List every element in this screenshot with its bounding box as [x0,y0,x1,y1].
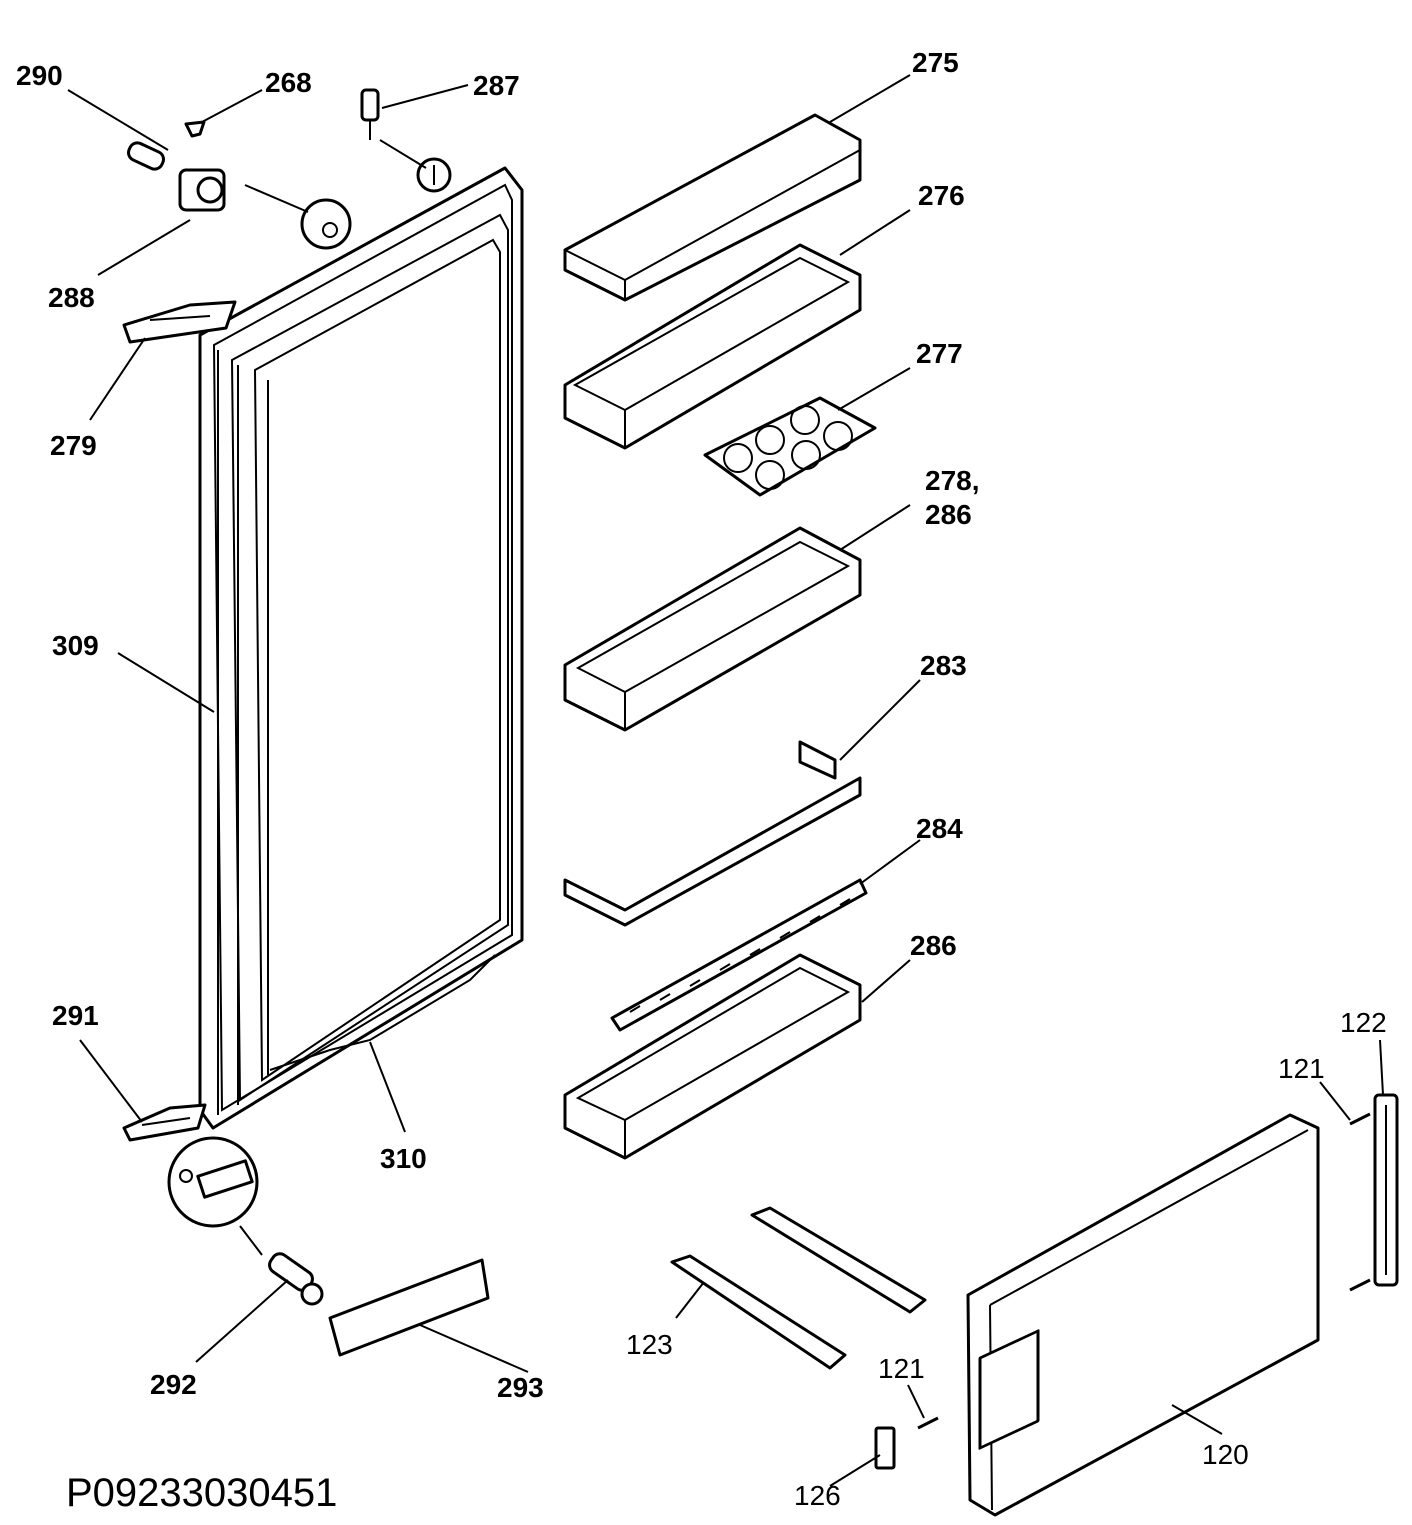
leader-lines [67,74,1384,1487]
door-frame-309 [198,166,524,1130]
strip-284 [610,878,868,1032]
handle-122 [1373,1093,1399,1287]
rail-123 [670,1254,847,1370]
pin-290 [127,141,165,171]
callout-284: 284 [916,813,963,844]
callout-276: 276 [918,180,965,211]
callout-288: 288 [48,282,95,313]
egg-tray-277 [703,396,877,497]
cover-293 [328,1258,490,1357]
shelf-275 [563,113,862,302]
hinge-279 [122,300,237,344]
shelf-276 [563,243,862,450]
callout-121-bottom: 121 [878,1353,925,1384]
callout-291: 291 [52,1000,99,1031]
cap-268 [184,120,206,138]
detail-circle-top-left [300,198,352,250]
pin-292 [268,1252,324,1306]
callout-121-top: 121 [1278,1053,1325,1084]
callout-277: 277 [916,338,963,369]
callout-278-286: 286 [925,499,972,530]
rail-283 [563,740,862,927]
callout-283: 283 [920,650,967,681]
callout-287: 287 [473,70,520,101]
callout-275: 275 [912,47,959,78]
screw-121-bottom [1349,1278,1371,1292]
callout-279: 279 [50,430,97,461]
shelf-286 [563,953,862,1160]
callout-292: 292 [150,1369,197,1400]
callout-286: 286 [910,930,957,961]
callout-293: 293 [497,1372,544,1403]
callout-120: 120 [1202,1439,1249,1470]
callout-123: 123 [626,1329,673,1360]
callout-278: 278, [925,465,980,496]
detail-circle-bottom [167,1136,259,1228]
callout-labels: 290 268 287 275 276 277 278, 286 288 279… [16,47,1387,1511]
drawing-code: P09233030451 [66,1471,337,1515]
screw-121-top [1349,1112,1371,1126]
freezer-door-120 [966,1113,1320,1517]
callout-268: 268 [265,67,312,98]
hinge-291 [122,1103,207,1142]
callout-126: 126 [794,1480,841,1511]
bracket-126 [874,1426,896,1470]
screw-121-small [917,1416,939,1430]
callout-290: 290 [16,60,63,91]
rail-upper [750,1206,927,1314]
shelf-278-286 [563,526,862,732]
detail-circle-top-right [416,157,452,193]
pin-287 [360,88,380,140]
callout-309: 309 [52,630,99,661]
bushing-288 [178,168,226,212]
callout-122: 122 [1340,1007,1387,1038]
callout-310: 310 [380,1143,427,1174]
